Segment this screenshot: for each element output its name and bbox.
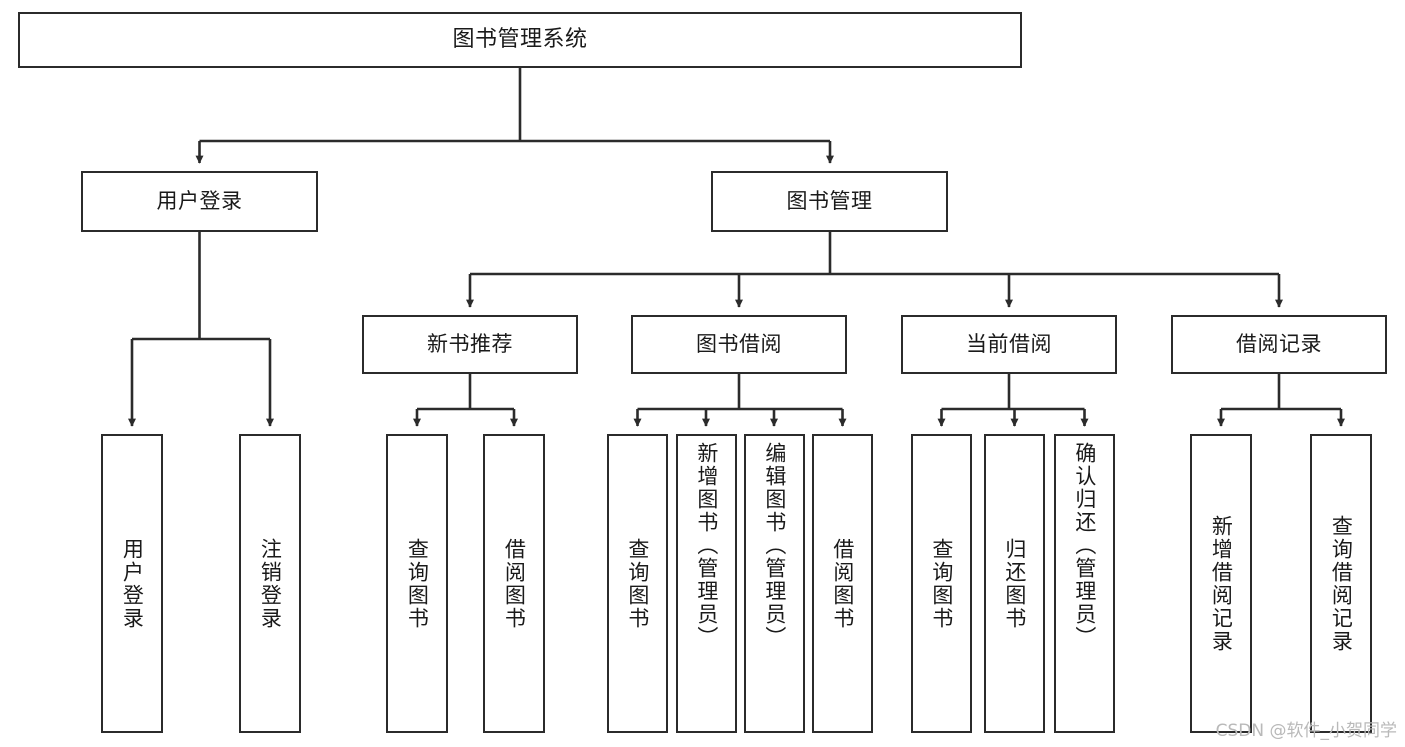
node-leaf-query-book-label: 查询图书 <box>625 537 650 630</box>
node-new-book-rec[interactable]: 新书推荐 <box>362 315 578 374</box>
node-leaf-query-record-label: 查询借阅记录 <box>1329 514 1354 653</box>
node-leaf-edit-book[interactable]: 编辑图书（管理员） <box>744 434 805 733</box>
node-leaf-query-record[interactable]: 查询借阅记录 <box>1310 434 1372 733</box>
node-user-login[interactable]: 用户登录 <box>81 171 318 232</box>
node-book-manage-label: 图书管理 <box>786 188 873 213</box>
node-leaf-confirm-return[interactable]: 确认归还（管理员） <box>1054 434 1115 733</box>
node-book-borrow-label: 图书借阅 <box>696 331 782 356</box>
node-leaf-borrow-book[interactable]: 借阅图书 <box>812 434 873 733</box>
node-new-book-rec-label: 新书推荐 <box>427 331 513 356</box>
node-user-login-label: 用户登录 <box>156 188 243 213</box>
node-leaf-query-book-cur[interactable]: 查询图书 <box>911 434 972 733</box>
node-leaf-borrow-book-rec-label: 借阅图书 <box>502 537 527 630</box>
node-leaf-confirm-return-label: 确认归还（管理员） <box>1072 442 1097 649</box>
node-leaf-query-book-rec-label: 查询图书 <box>405 537 430 630</box>
node-leaf-user-login[interactable]: 用户登录 <box>101 434 163 733</box>
node-current-borrow[interactable]: 当前借阅 <box>901 315 1117 374</box>
node-leaf-add-record[interactable]: 新增借阅记录 <box>1190 434 1252 733</box>
node-leaf-query-book[interactable]: 查询图书 <box>607 434 668 733</box>
node-borrow-record-label: 借阅记录 <box>1236 331 1322 356</box>
node-leaf-query-book-cur-label: 查询图书 <box>929 537 954 630</box>
node-book-borrow[interactable]: 图书借阅 <box>631 315 847 374</box>
node-borrow-record[interactable]: 借阅记录 <box>1171 315 1387 374</box>
node-leaf-return-book-label: 归还图书 <box>1002 537 1027 630</box>
node-leaf-user-logout[interactable]: 注销登录 <box>239 434 301 733</box>
node-leaf-user-login-label: 用户登录 <box>120 537 145 630</box>
node-leaf-query-book-rec[interactable]: 查询图书 <box>386 434 448 733</box>
node-current-borrow-label: 当前借阅 <box>966 331 1052 356</box>
node-leaf-add-record-label: 新增借阅记录 <box>1209 514 1234 653</box>
node-leaf-borrow-book-label: 借阅图书 <box>830 537 855 630</box>
node-book-manage[interactable]: 图书管理 <box>711 171 948 232</box>
node-leaf-borrow-book-rec[interactable]: 借阅图书 <box>483 434 545 733</box>
node-leaf-add-book[interactable]: 新增图书（管理员） <box>676 434 737 733</box>
watermark-text: CSDN @软件_小贺同学 <box>1215 721 1397 741</box>
node-root[interactable]: 图书管理系统 <box>18 12 1022 68</box>
node-root-label: 图书管理系统 <box>452 26 588 52</box>
node-leaf-return-book[interactable]: 归还图书 <box>984 434 1045 733</box>
node-leaf-edit-book-label: 编辑图书（管理员） <box>762 442 787 649</box>
node-leaf-user-logout-label: 注销登录 <box>258 537 283 630</box>
node-leaf-add-book-label: 新增图书（管理员） <box>694 442 719 649</box>
